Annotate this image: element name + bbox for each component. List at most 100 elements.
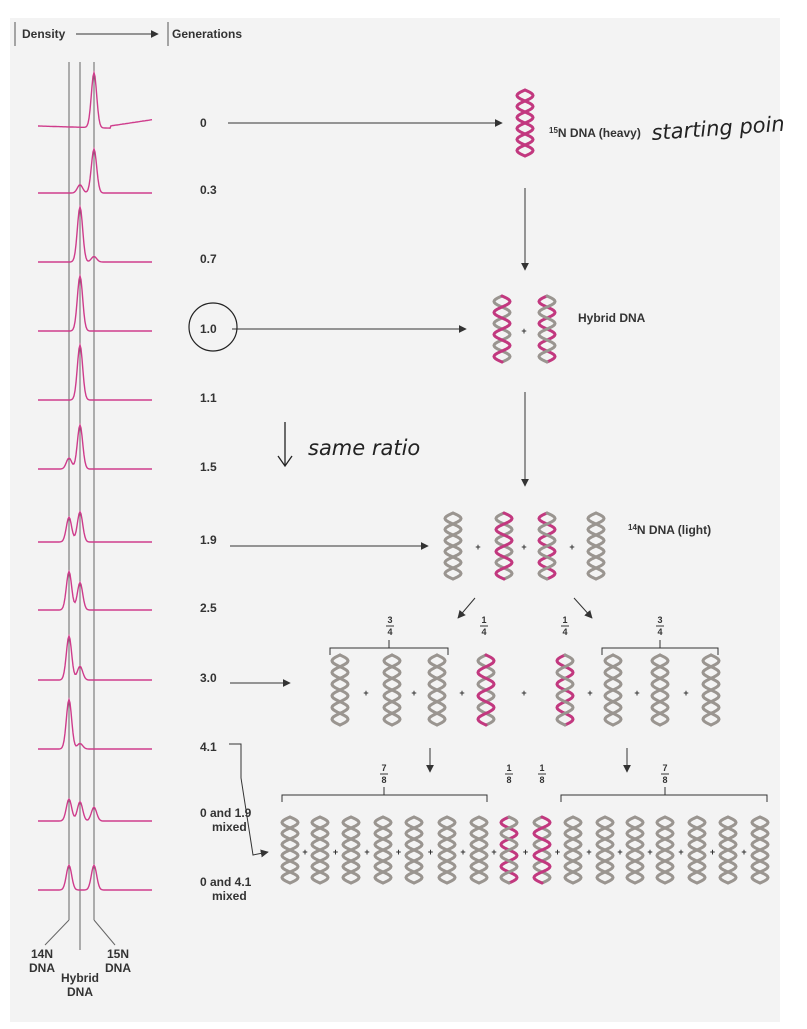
- plus-sign: +: [475, 542, 480, 552]
- plus-sign: +: [459, 688, 464, 698]
- fraction-denominator: 4: [481, 627, 486, 637]
- plus-sign: +: [569, 542, 574, 552]
- dna-helix: [586, 511, 606, 581]
- plus-sign: +: [555, 847, 560, 857]
- dna-strand: [650, 653, 670, 727]
- dna-helix: [625, 815, 645, 885]
- handwritten-circle: [188, 302, 238, 352]
- dna-helix: [515, 88, 535, 158]
- brace-7-8-left: [281, 787, 488, 802]
- hybrid-dna-panel-label: Hybrid DNA: [578, 311, 646, 325]
- fraction-denominator: 4: [562, 627, 567, 637]
- fraction-numerator: 3: [387, 615, 392, 625]
- dna-strand: [586, 511, 606, 581]
- dna-helix: [650, 653, 670, 727]
- heavy-dna-panel-label: 15N DNA (heavy): [549, 126, 641, 140]
- dna-helix: [373, 815, 393, 885]
- plus-sign: +: [460, 847, 465, 857]
- fraction-numerator: 1: [481, 615, 486, 625]
- dna-strand: [595, 815, 615, 885]
- plus-sign: +: [678, 847, 683, 857]
- dna-strand: [750, 815, 770, 885]
- fraction-one-quarter-right: 14: [561, 615, 569, 637]
- dna-strand: [563, 815, 583, 885]
- plus-sign: +: [523, 847, 528, 857]
- plus-sign: +: [521, 688, 526, 698]
- density-header: Density: [22, 27, 66, 41]
- dna-strand: [469, 815, 489, 885]
- density-curve: [38, 569, 152, 611]
- fraction-one-eighth-left: 18: [505, 763, 513, 785]
- plus-sign: +: [710, 847, 715, 857]
- dna-helix: [701, 653, 721, 727]
- dna-helix: [750, 815, 770, 885]
- density-curve: [38, 146, 152, 194]
- dna-helix: [310, 815, 330, 885]
- brace-7-8-right: [560, 787, 768, 802]
- plus-signs: ++++++++++++++++++++++++++: [302, 326, 746, 857]
- fraction-denominator: 8: [662, 775, 667, 785]
- fraction-one-eighth-right: 18: [538, 763, 546, 785]
- generation-label: 0.7: [200, 252, 217, 266]
- dna-strand: [280, 815, 300, 885]
- dna-helix: [404, 815, 424, 885]
- plus-sign: +: [617, 847, 622, 857]
- fraction-numerator: 3: [657, 615, 662, 625]
- light-dna-leader: [44, 919, 70, 946]
- plus-sign: +: [302, 847, 307, 857]
- dna-strand: [382, 653, 402, 727]
- dna-strand: [310, 815, 330, 885]
- generation-label: 3.0: [200, 671, 217, 685]
- generations-header: Generations: [172, 27, 242, 41]
- dna-helix: [330, 653, 350, 727]
- flow-arrow-3a: [457, 597, 476, 619]
- dna-helix: [537, 294, 557, 364]
- generation-label: 0: [200, 116, 207, 130]
- dna-helix: [655, 815, 675, 885]
- fraction-one-quarter-left: 14: [480, 615, 488, 637]
- light-dna-panel-label: 14N DNA (light): [628, 523, 711, 537]
- density-curve: [38, 273, 152, 332]
- fraction-numerator: 7: [381, 763, 386, 773]
- generation-label: 4.1: [200, 740, 217, 754]
- dna-helix: [555, 653, 575, 727]
- dna-strand: [437, 815, 457, 885]
- density-curve: [38, 204, 152, 263]
- fraction-numerator: 1: [562, 615, 567, 625]
- plus-sign: +: [411, 688, 416, 698]
- dna-helix: [499, 815, 519, 885]
- dna-strand: [655, 815, 675, 885]
- same-ratio-arrowhead: [277, 455, 293, 468]
- dna-strand: [555, 653, 575, 727]
- gen-4-1-arrow: [229, 743, 269, 858]
- density-curves: [38, 69, 153, 891]
- fraction-numerator: 1: [539, 763, 544, 773]
- dna-helix: [427, 653, 447, 727]
- plus-sign: +: [586, 847, 591, 857]
- plus-sign: +: [741, 847, 746, 857]
- fraction-numerator: 7: [662, 763, 667, 773]
- fraction-denominator: 4: [657, 627, 662, 637]
- dna-helix: [537, 511, 557, 581]
- dna-strand: [341, 815, 361, 885]
- generation-label: 1.1: [200, 391, 217, 405]
- dna-helix: [532, 815, 552, 885]
- density-curve: [38, 342, 152, 401]
- dna-helix: [595, 815, 615, 885]
- plus-sign: +: [521, 326, 526, 336]
- fraction-denominator: 8: [506, 775, 511, 785]
- dna-strand: [427, 653, 447, 727]
- dna-strand: [492, 294, 512, 364]
- dna-strand: [603, 653, 623, 727]
- flow-arrow-3b: [573, 597, 593, 619]
- generation-label: 1.9: [200, 533, 217, 547]
- paper-background: [10, 18, 780, 1022]
- plus-sign: +: [363, 688, 368, 698]
- dna-helix: [476, 653, 496, 727]
- fraction-seven-eighths-right: 78: [661, 763, 669, 785]
- dna-strand: [515, 88, 535, 158]
